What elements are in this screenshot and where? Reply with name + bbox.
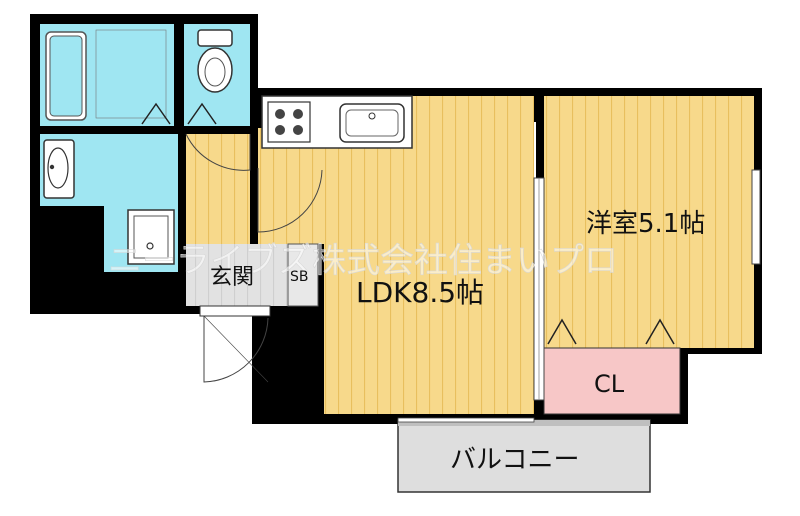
- hallway-ldk-link: [258, 168, 324, 244]
- room-label-entrance: 玄関: [210, 265, 254, 290]
- ldk-floor: [324, 96, 534, 414]
- stove-icon: [267, 101, 311, 143]
- kitchen-counter: [261, 95, 413, 149]
- sink-icon: [43, 139, 75, 199]
- window: [751, 169, 761, 265]
- room-label-closet: CL: [594, 370, 625, 398]
- room-label-ldk: LDK8.5帖: [356, 276, 484, 309]
- closet-arrow-icon: [645, 318, 675, 345]
- room-label-western: 洋室5.1帖: [586, 209, 705, 239]
- kitchen-sink-icon: [339, 103, 405, 143]
- watermark: ニーライブズ株式会社住まいプロ: [108, 241, 618, 281]
- entrance-door-swing: [203, 316, 269, 383]
- door-arrow-icon: [141, 102, 171, 125]
- hallway: [186, 134, 250, 244]
- washroom: [40, 134, 178, 314]
- door-arrow-icon: [187, 102, 217, 125]
- washing-machine-space-icon: [127, 209, 175, 265]
- door-swings: [185, 133, 323, 383]
- toilet-icon: [197, 29, 233, 93]
- closet: [543, 347, 681, 415]
- room-label-balcony: バルコニー: [450, 445, 579, 475]
- entrance-area: [186, 243, 319, 307]
- western-room-floor: [544, 96, 754, 348]
- sliding-partition: [533, 177, 545, 401]
- room-label-shoebox: SB: [290, 269, 309, 285]
- bathroom: [40, 24, 174, 126]
- balcony: [397, 417, 651, 493]
- toilet-room: [184, 24, 250, 126]
- closet-arrow-icon: [547, 318, 577, 345]
